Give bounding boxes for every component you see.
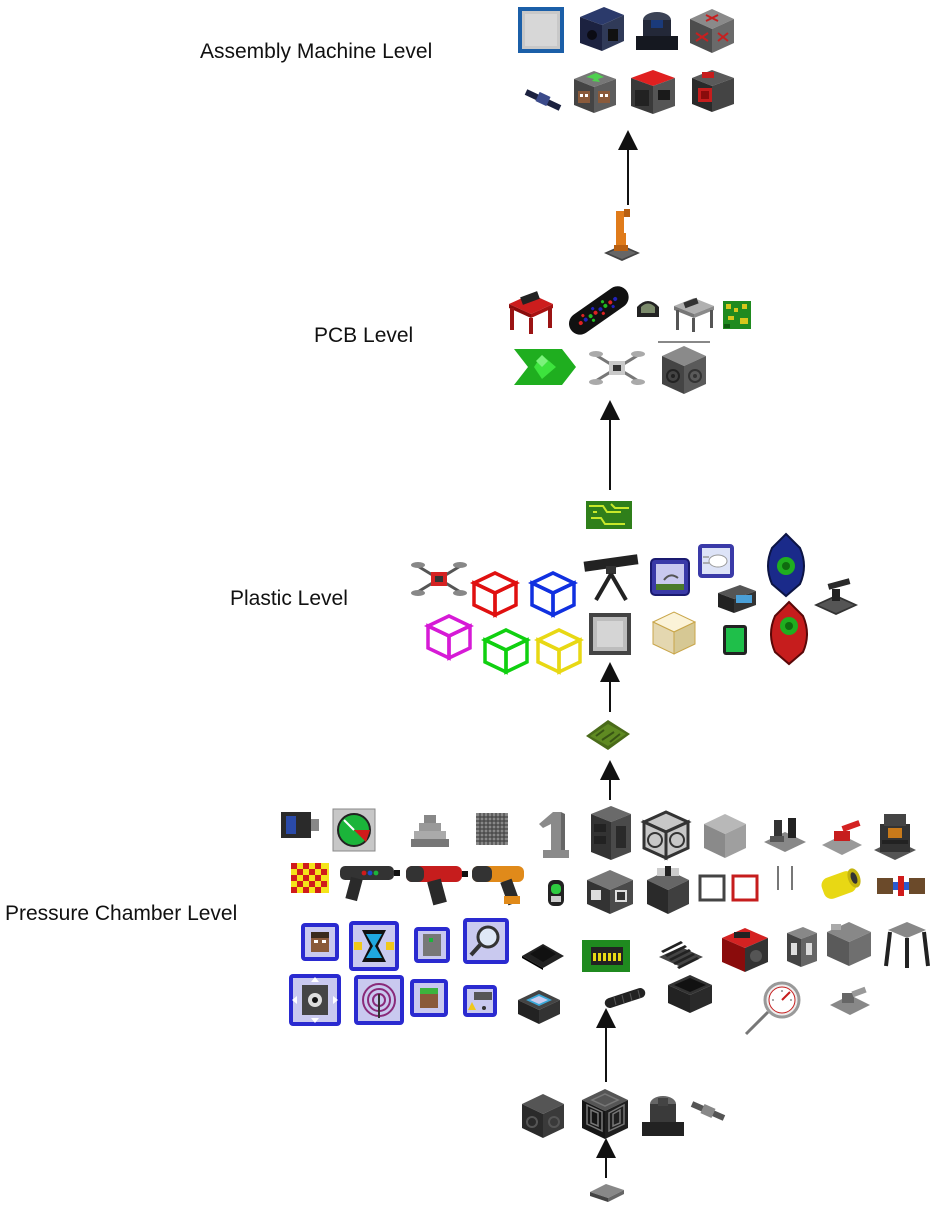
square-rings-icon xyxy=(697,872,761,904)
dark-printer-icon xyxy=(716,583,758,615)
yellow-cube-frame-icon xyxy=(534,626,584,676)
grey-machine-icon xyxy=(583,866,637,916)
grey-tower-icon xyxy=(588,804,634,862)
grey-block-icon xyxy=(700,810,750,860)
label-pcb-level: PCB Level xyxy=(314,324,414,347)
red-turret-icon xyxy=(820,817,864,857)
white-cloud-card-icon xyxy=(697,543,735,579)
red-green-pod-icon xyxy=(767,600,811,666)
grey-grid-icon xyxy=(475,812,509,846)
green-circuit-icon xyxy=(585,500,633,530)
orange-gun-icon xyxy=(470,862,530,906)
grey-crane-icon xyxy=(762,814,808,856)
blue-magnifier-icon xyxy=(462,917,510,965)
blue-card-icon xyxy=(650,558,690,596)
green-plastic-sheet-icon xyxy=(584,718,632,752)
green-chevron-icon xyxy=(512,347,578,387)
blue-face-icon xyxy=(300,922,340,962)
grey-press-icon xyxy=(643,864,693,916)
grey-cube-icon xyxy=(823,918,875,968)
red-controller-icon xyxy=(688,66,738,114)
pipe-link-icon xyxy=(876,874,926,898)
dark-machine-icon xyxy=(632,6,682,54)
blue-eye-icon xyxy=(288,973,342,1027)
blue-gun-icon xyxy=(338,862,400,902)
white-drone-icon xyxy=(588,346,646,390)
green-gauge-icon xyxy=(332,808,376,852)
glass-tank-icon xyxy=(516,986,562,1026)
grey-frame-icon xyxy=(640,808,692,862)
red-drone-icon xyxy=(410,557,468,601)
orange-robot-arm-icon xyxy=(600,205,644,265)
dark-item-icon xyxy=(516,5,566,55)
base-ingot-icon xyxy=(588,1180,626,1204)
grey-cross-block-icon xyxy=(686,5,738,57)
bars-icon xyxy=(770,864,800,892)
pressure-gauge-icon xyxy=(742,980,802,1038)
blue-signal-icon xyxy=(353,974,405,1026)
dark-bin-icon xyxy=(664,973,716,1015)
grey-fins-icon xyxy=(655,929,707,973)
blue-green-pod-icon xyxy=(764,532,808,598)
black-tube-icon xyxy=(600,983,650,1013)
label-assembly-level: Assembly Machine Level xyxy=(200,40,433,63)
label-pressure-chamber-level: Pressure Chamber Level xyxy=(5,902,238,925)
blue-cube-frame-icon xyxy=(528,569,578,619)
dark-bot-icon xyxy=(870,810,920,862)
magenta-cube-frame-icon xyxy=(424,612,474,662)
label-plastic-level: Plastic Level xyxy=(230,587,348,610)
grey-one-icon xyxy=(535,810,573,860)
base-rod-icon xyxy=(688,1096,728,1126)
blue-warning-icon xyxy=(462,984,498,1018)
green-arrow-block-icon xyxy=(570,67,620,115)
yellow-red-check-icon xyxy=(290,862,330,894)
red-machine-icon xyxy=(627,66,679,116)
base-rings-block-icon xyxy=(578,1085,632,1141)
blue-hourglass-icon xyxy=(348,920,400,972)
grey-plate-icon xyxy=(588,612,632,656)
blue-grass-icon xyxy=(409,978,449,1018)
green-chip-icon xyxy=(581,939,631,973)
grey-lamp-icon xyxy=(545,878,567,908)
red-generator-icon xyxy=(718,922,772,976)
grey-valve-icon xyxy=(828,985,872,1017)
grey-door-icon xyxy=(785,925,819,969)
grey-table-icon xyxy=(672,294,716,334)
green-cube-frame-icon xyxy=(481,626,531,676)
base-block-icon xyxy=(518,1090,568,1140)
dark-helmet-icon xyxy=(634,295,662,321)
green-tablet-icon xyxy=(722,624,748,656)
cream-block-icon xyxy=(649,608,699,658)
grey-stack-icon xyxy=(410,813,450,849)
tripod-turret-icon xyxy=(582,552,640,602)
grey-sensor-block-icon xyxy=(658,340,710,396)
green-pcb-icon xyxy=(722,300,752,330)
red-gun-icon xyxy=(404,862,468,906)
yellow-tube-icon xyxy=(818,862,864,906)
blue-battery-icon xyxy=(280,811,320,839)
black-remote-icon xyxy=(563,280,633,342)
black-plate-icon xyxy=(520,938,566,970)
blue-panel-icon xyxy=(413,926,451,964)
base-tank-icon xyxy=(640,1090,686,1140)
red-table-icon xyxy=(505,288,557,336)
drone-rod-icon xyxy=(522,84,564,114)
grey-stand-icon xyxy=(882,918,932,970)
red-cube-frame-icon xyxy=(470,569,520,619)
dark-block-icon xyxy=(576,3,628,53)
dark-turret-icon xyxy=(810,575,862,617)
